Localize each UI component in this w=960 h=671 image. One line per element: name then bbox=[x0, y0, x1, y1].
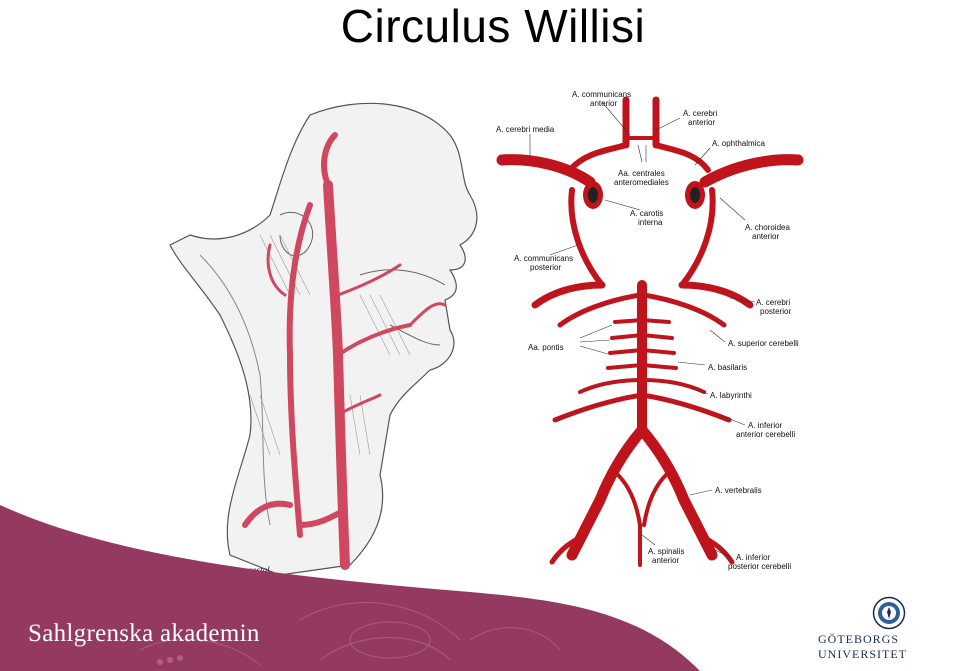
neck-arteries-illustration: First aortic intercostal bbox=[169, 102, 478, 576]
goteborgs-universitet-text: GÖTEBORGS UNIVERSITET bbox=[818, 632, 907, 661]
label-communicans-anterior: A. communicans anterior bbox=[572, 90, 633, 108]
label-vertebralis: A. vertebralis bbox=[715, 486, 762, 495]
label-centrales-anteromediales: Aa. centrales anteromediales bbox=[614, 169, 669, 187]
label-carotis-interna: A. carotis interna bbox=[630, 209, 666, 227]
university-seal-icon bbox=[872, 596, 906, 630]
circle-of-willis-diagram: A. communicans anterior A. cerebri anter… bbox=[496, 90, 804, 571]
label-inferior-anterior-cerebelli: A. inferior anterior cerebelli bbox=[736, 421, 795, 439]
label-superior-cerebelli: A. superior cerebelli bbox=[728, 339, 799, 348]
label-basilaris: A. basilaris bbox=[708, 363, 747, 372]
label-ophthalmica: A. ophthalmica bbox=[712, 139, 765, 148]
label-cerebri-media: A. cerebri media bbox=[496, 125, 555, 134]
label-cerebri-posterior: A. cerebri posterior bbox=[756, 298, 792, 316]
label-choroidea-anterior: A. choroidea anterior bbox=[745, 223, 792, 241]
sahlgrenska-brand-text: Sahlgrenska akademin bbox=[28, 620, 260, 647]
label-communicans-posterior: A. communicans posterior bbox=[514, 254, 575, 272]
slide-title: Circulus Willisi bbox=[340, 0, 646, 52]
label-labyrinthi: A. labyrinthi bbox=[710, 391, 752, 400]
label-pontis: Aa. pontis bbox=[528, 343, 564, 352]
label-spinalis-anterior: A. spinalis anterior bbox=[648, 547, 687, 565]
label-cerebri-anterior: A. cerebri anterior bbox=[683, 109, 719, 127]
label-inferior-posterior-cerebelli: A. inferior posterior cerebelli bbox=[728, 553, 791, 571]
